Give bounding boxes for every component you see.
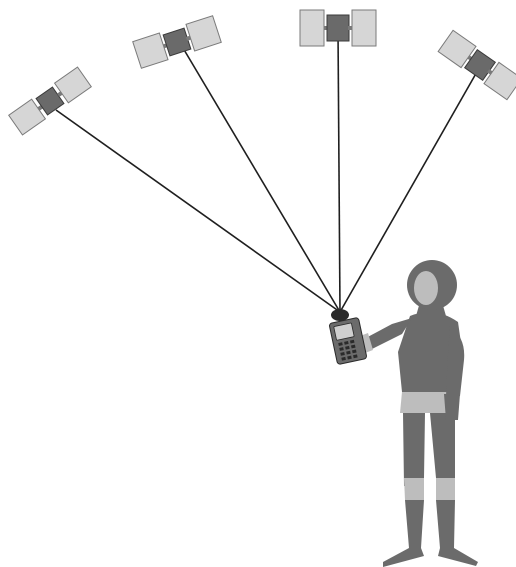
keypad-key: [349, 339, 355, 344]
left-shin: [405, 500, 424, 548]
signal-line-1: [55, 109, 341, 313]
person-icon: [360, 260, 478, 567]
signal-lines: [55, 29, 479, 313]
keypad-key: [353, 354, 358, 359]
torso: [398, 312, 462, 392]
keypad-key: [338, 342, 343, 347]
satellite-icon: [132, 15, 222, 69]
belt: [400, 392, 454, 413]
left-arm: [362, 318, 412, 350]
left-knee: [404, 478, 424, 500]
device-keypad: [338, 339, 358, 361]
gps-receiver-icon: [329, 309, 367, 365]
signal-line-2: [182, 47, 341, 313]
keypad-key: [345, 345, 350, 350]
left-foot: [383, 548, 424, 567]
cuff: [360, 333, 373, 353]
keypad-key: [340, 352, 345, 356]
keypad-key: [339, 347, 344, 351]
right-knee: [436, 478, 455, 500]
right-hand: [444, 394, 460, 420]
satellite-icon: [437, 29, 516, 101]
right-leg: [430, 413, 455, 478]
keypad-key: [347, 355, 352, 360]
keypad-key: [352, 349, 357, 354]
device-screen: [333, 322, 355, 341]
antenna: [331, 309, 349, 321]
signal-line-3: [337, 29, 341, 313]
keypad-key: [344, 341, 349, 345]
satellite-icon: [299, 9, 377, 47]
signal-line-4: [339, 69, 479, 313]
left-leg: [403, 413, 425, 486]
satellites: [8, 9, 516, 136]
right-arm: [446, 326, 465, 396]
keypad-key: [350, 344, 356, 349]
keypad-key: [341, 356, 346, 361]
face: [414, 271, 438, 305]
satellite-icon: [8, 66, 92, 136]
right-foot: [438, 548, 478, 566]
keypad-key: [346, 350, 351, 355]
right-shin: [436, 500, 455, 548]
